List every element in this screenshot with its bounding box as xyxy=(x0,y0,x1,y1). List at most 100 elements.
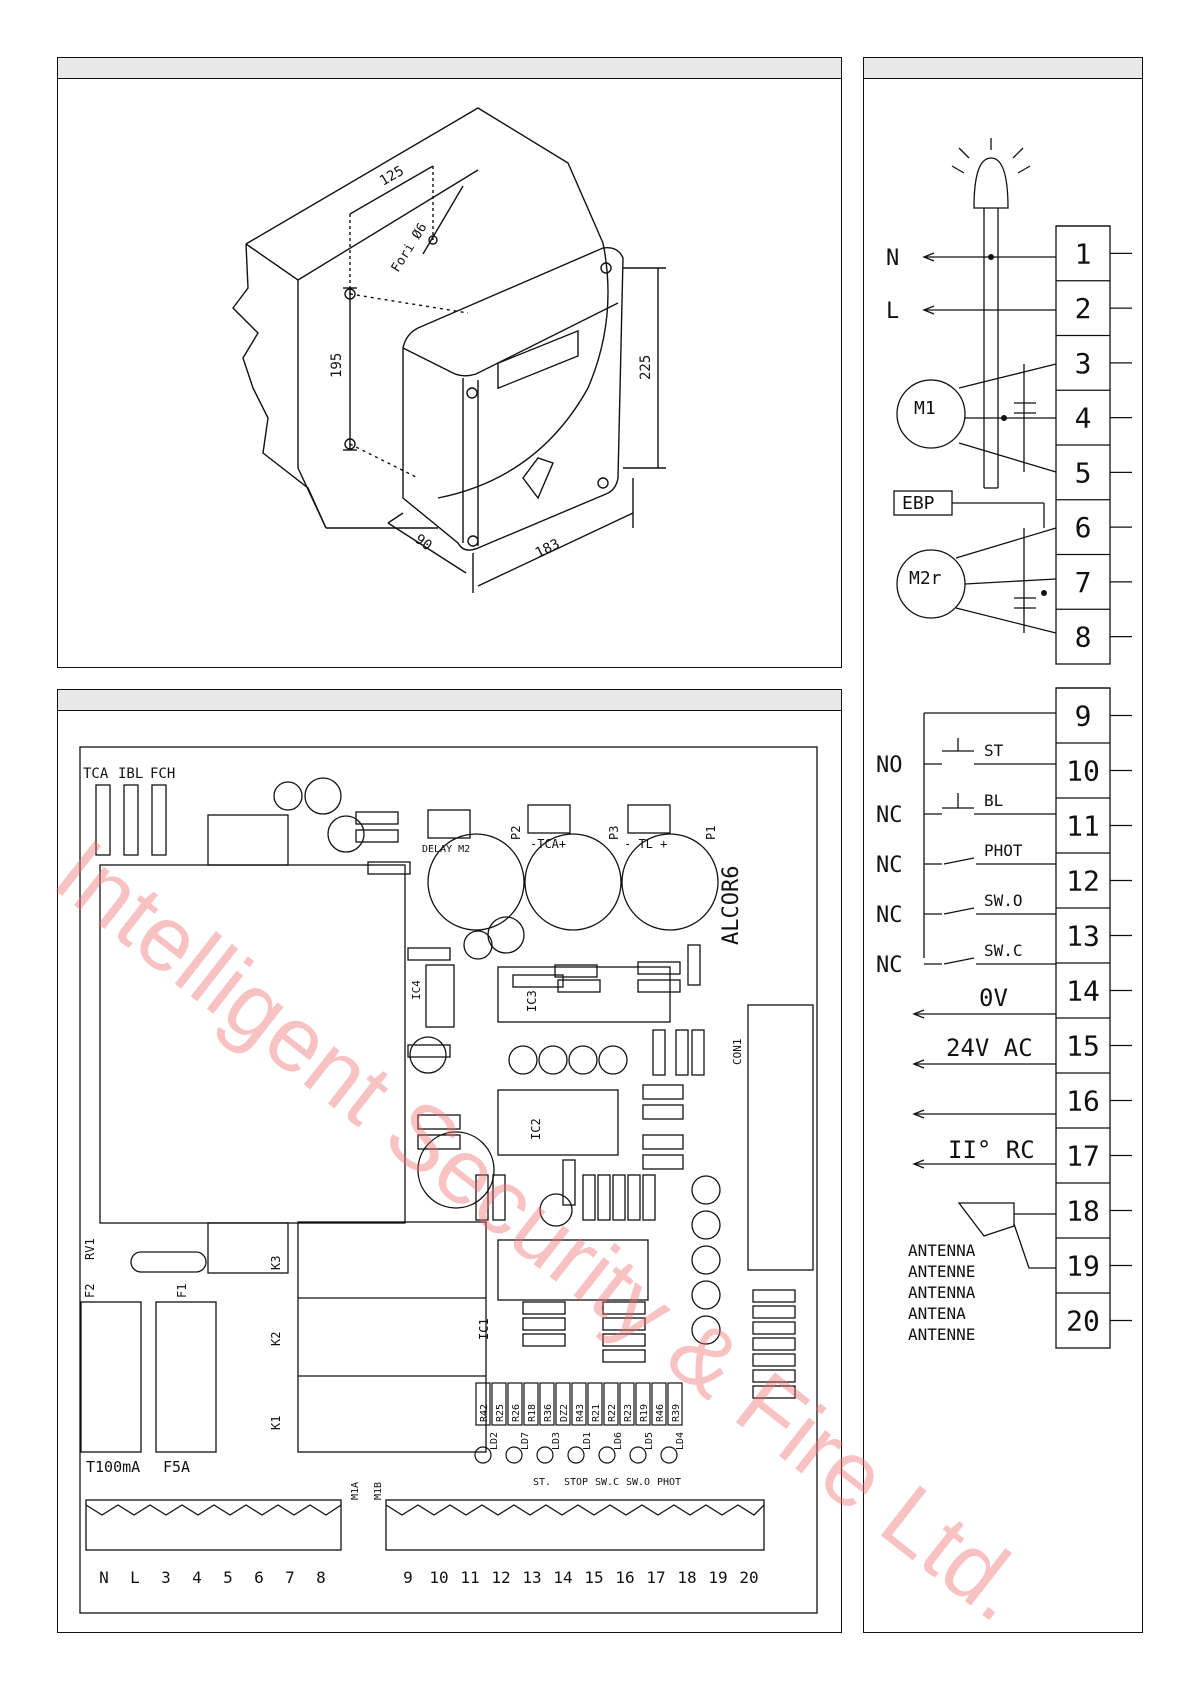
terminal-top-number: 6 xyxy=(1075,511,1092,544)
terminal-bottom-number: 13 xyxy=(1066,920,1100,953)
board-terminal-label: 16 xyxy=(615,1568,634,1587)
relay-k2: K2 xyxy=(269,1332,283,1346)
resistor-body xyxy=(651,1382,667,1426)
terminal-bottom-number: 9 xyxy=(1075,700,1092,733)
antenna-label-1: ANTENNE xyxy=(908,1262,975,1281)
led-function-label: STOP xyxy=(564,1477,588,1488)
led-label: LD5 xyxy=(644,1432,655,1450)
terminal-bottom-number: 18 xyxy=(1066,1195,1100,1228)
led-label: LD6 xyxy=(613,1432,624,1450)
board-name: ALCOR6 xyxy=(719,866,744,945)
terminal-bottom-number: 16 xyxy=(1066,1085,1100,1118)
terminal-bottom-number: 10 xyxy=(1066,755,1100,788)
board-terminal-label: 8 xyxy=(316,1568,326,1587)
enclosure-panel: 125 Fori Ø6 195 225 90 183 xyxy=(57,57,842,668)
resistor-label: R18 xyxy=(527,1404,538,1422)
label-st: ST xyxy=(984,741,1004,760)
antenna-label-3: ANTENA xyxy=(908,1304,966,1323)
led-label: LD3 xyxy=(551,1432,562,1450)
wiring-diagram: N L M1 EBP M2r ST BL PHOT SW.O SW.C NO N… xyxy=(876,138,1132,1349)
board-terminal-label: 19 xyxy=(708,1568,727,1587)
dim-195: 195 xyxy=(329,353,345,378)
terminal-top-number: 7 xyxy=(1075,566,1092,599)
jumper-tca: TCA xyxy=(83,766,109,782)
terminal-top-number: 5 xyxy=(1075,456,1092,489)
resistor-label: R46 xyxy=(655,1404,666,1422)
pot-p1: P1 xyxy=(704,826,718,840)
board-terminal-label: 15 xyxy=(584,1568,603,1587)
terminal-top-number: 3 xyxy=(1075,347,1092,380)
resistor-label: R39 xyxy=(671,1404,682,1422)
board-terminal-label: 17 xyxy=(646,1568,665,1587)
resistor-label: R19 xyxy=(639,1404,650,1422)
resistor-label: R42 xyxy=(479,1404,490,1422)
resistor-body xyxy=(635,1382,651,1426)
fuse-f5a: F5A xyxy=(163,1458,190,1476)
fuse-t100: T100mA xyxy=(86,1458,140,1476)
resistor-body xyxy=(587,1382,603,1426)
label-n: N xyxy=(886,246,899,271)
led-function-label: SW.C xyxy=(595,1477,619,1488)
led xyxy=(474,1446,492,1464)
relay-k1: K1 xyxy=(269,1416,283,1430)
resistor-body xyxy=(555,1382,571,1426)
dim-225: 225 xyxy=(638,355,654,380)
label-ebp: EBP xyxy=(902,493,935,514)
wiring-panel-header xyxy=(864,58,1142,79)
board-terminal-label: 5 xyxy=(223,1568,233,1587)
resistor-label: R23 xyxy=(623,1404,634,1422)
terminal-top-number: 1 xyxy=(1075,237,1092,270)
label-no: NO xyxy=(876,753,903,778)
board-terminal-label: 20 xyxy=(739,1568,758,1587)
resistor-body xyxy=(667,1382,683,1426)
resistor-label: R22 xyxy=(607,1404,618,1422)
board-terminal-label: 14 xyxy=(553,1568,572,1587)
label-m2r: M2r xyxy=(909,568,942,589)
pot-tca-label: -TCA+ xyxy=(530,837,566,851)
label-l: L xyxy=(886,299,899,324)
ic2-label: IC2 xyxy=(529,1118,543,1140)
resistor-body xyxy=(571,1382,587,1426)
terminal-bottom-number: 20 xyxy=(1066,1305,1100,1338)
label-nc-12: NC xyxy=(876,853,903,878)
board-terminal-label: 12 xyxy=(491,1568,510,1587)
pcb-panel-header xyxy=(58,690,841,711)
led-function-label: SW.O xyxy=(626,1477,650,1488)
led xyxy=(629,1446,647,1464)
pot-tl-label: - TL + xyxy=(624,837,667,851)
board-terminal-label: 7 xyxy=(285,1568,295,1587)
led-label: LD2 xyxy=(489,1432,500,1450)
terminal-top-number: 2 xyxy=(1075,292,1092,325)
led-label: LD7 xyxy=(520,1432,531,1450)
label-swc: SW.C xyxy=(984,941,1023,960)
pot-p2: P2 xyxy=(509,826,523,840)
board-terminal-label: 3 xyxy=(161,1568,171,1587)
resistor-label: R43 xyxy=(575,1404,586,1422)
ic3-label: IC3 xyxy=(525,990,539,1012)
led xyxy=(567,1446,585,1464)
led xyxy=(598,1446,616,1464)
m1b-label: M1B xyxy=(373,1482,384,1500)
antenna-label-4: ANTENNE xyxy=(908,1325,975,1344)
terminal-bottom-number: 11 xyxy=(1066,810,1100,843)
ic4-label: IC4 xyxy=(410,980,423,1000)
resistor-label: R21 xyxy=(591,1404,602,1422)
resistor-label: R36 xyxy=(543,1404,554,1422)
board-terminal-label: 10 xyxy=(429,1568,448,1587)
led xyxy=(505,1446,523,1464)
label-rc: II° RC xyxy=(948,1136,1035,1164)
dim-183: 183 xyxy=(533,536,563,561)
jumper-ibl: IBL xyxy=(118,766,143,782)
resistor-body xyxy=(491,1382,507,1426)
label-phot: PHOT xyxy=(984,841,1023,860)
antenna-label-0: ANTENNA xyxy=(908,1241,976,1260)
board-terminal-label: N xyxy=(99,1568,109,1587)
label-bl: BL xyxy=(984,791,1003,810)
enclosure-panel-header xyxy=(58,58,841,79)
resistor-body xyxy=(475,1382,491,1426)
